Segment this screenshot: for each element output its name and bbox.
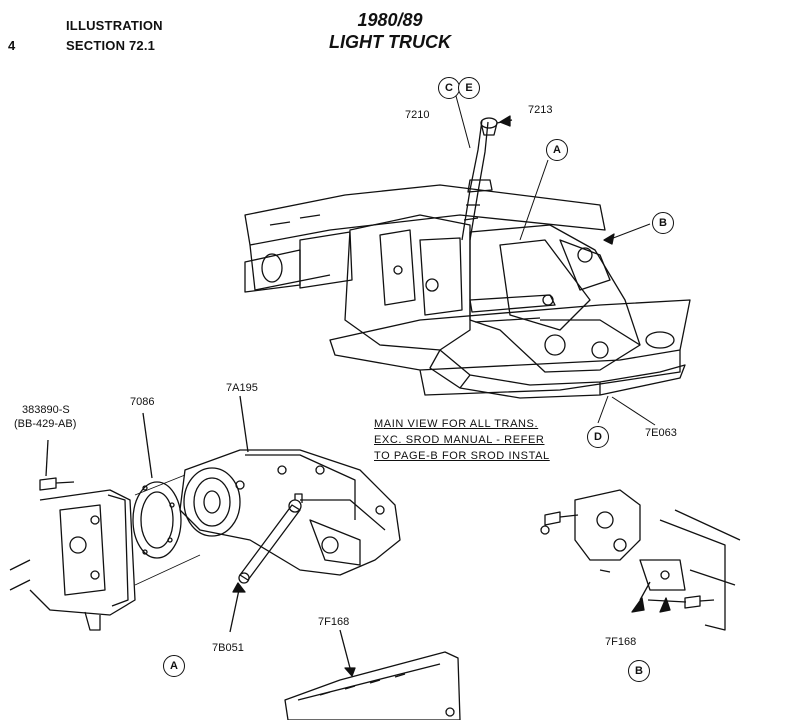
arrow-7f168	[344, 667, 356, 677]
label-7a195: 7A195	[226, 382, 258, 394]
detail-b-bracket	[540, 489, 741, 631]
note-line-2: EXC. SROD MANUAL - REFER	[374, 434, 545, 446]
callout-b-top: B	[652, 212, 674, 234]
gasket-7086	[132, 412, 182, 559]
callout-a-bottom: A	[163, 655, 185, 677]
transmission-housing-left	[9, 489, 136, 631]
header-illustration: ILLUSTRATION	[66, 18, 163, 33]
note-line-1: MAIN VIEW FOR ALL TRANS.	[374, 418, 539, 430]
heat-shield-7f168	[284, 629, 461, 720]
label-7210: 7210	[405, 109, 430, 121]
callout-a-top: A	[546, 139, 568, 161]
callout-c: C	[438, 77, 460, 99]
label-7f168-center: 7F168	[318, 616, 350, 628]
callout-d: D	[587, 426, 609, 448]
arrow-7f168-right-b	[659, 597, 671, 613]
label-383890-s: 383890-S	[22, 404, 70, 416]
frame-rail-top	[244, 184, 691, 396]
page-number: 4	[8, 38, 16, 53]
transmission-top	[244, 214, 471, 351]
transfer-case-7a195	[179, 395, 401, 576]
bolt-383890-s	[39, 439, 75, 491]
label-7086: 7086	[130, 396, 155, 408]
shift-lever-7b051	[229, 493, 303, 633]
arrow-7f168-right-a	[631, 597, 645, 613]
label-7e063: 7E063	[645, 427, 677, 439]
title-years: 1980/89	[357, 10, 423, 30]
note-line-3: TO PAGE-B FOR SROD INSTAL	[374, 450, 550, 462]
label-7213: 7213	[528, 104, 553, 116]
transfer-case-top	[469, 224, 641, 373]
skid-plate-7e063	[429, 349, 686, 399]
installation-note: MAIN VIEW FOR ALL TRANS. EXC. SROD MANUA…	[374, 416, 550, 464]
header-section: SECTION 72.1	[66, 38, 156, 53]
shift-linkage-top	[469, 294, 556, 323]
label-bb-429-ab: (BB-429-AB)	[14, 418, 77, 430]
label-7f168-right: 7F168	[605, 636, 637, 648]
shift-lever-7210	[461, 119, 493, 241]
arrow-7b051	[232, 582, 246, 593]
label-7b051: 7B051	[212, 642, 244, 654]
title-light-truck: LIGHT TRUCK	[329, 32, 451, 52]
callout-b-bottom: B	[628, 660, 650, 682]
callout-e: E	[458, 77, 480, 99]
